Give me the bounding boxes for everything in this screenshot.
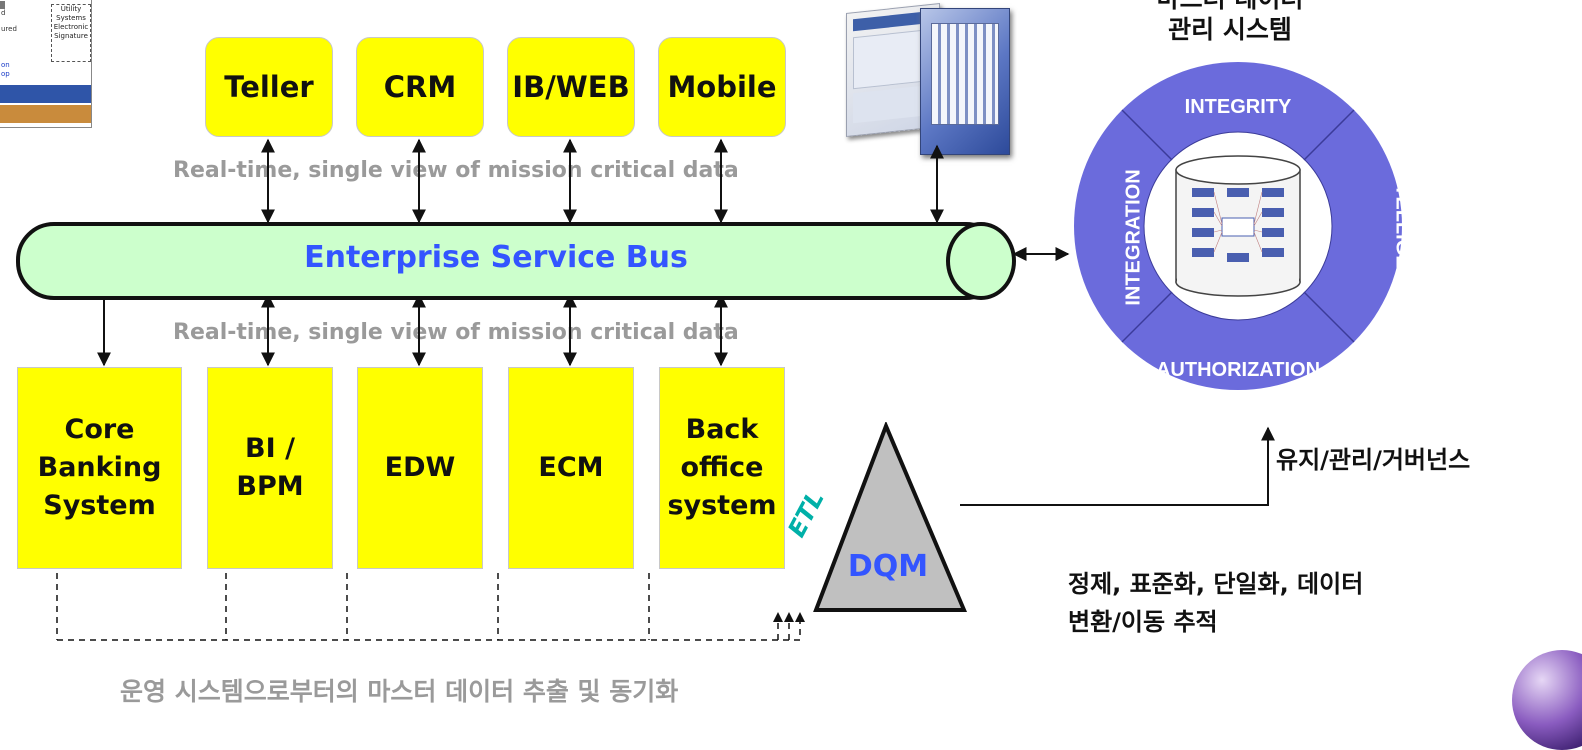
ecm-box: ECM (508, 367, 634, 569)
dqm-triangle (813, 422, 968, 612)
channel-teller-box: Teller (205, 37, 333, 137)
thumbnail-icon (0, 1, 5, 9)
legacy-thumbnail: d ured on op Utility Systems Electronic … (0, 0, 92, 128)
extraction-arrowheads (773, 612, 805, 622)
esb-tube-cap (946, 222, 1016, 300)
line-dqm-governance (960, 426, 1275, 506)
extraction-dashed-lines (56, 573, 801, 641)
back-office-system-box: Back office system (659, 367, 785, 569)
quadrant-integrity: INTEGRITY (1184, 96, 1292, 118)
thumbnail-fragment: d (1, 9, 6, 17)
thumbnail-fragment: ured (1, 25, 17, 33)
mdm-title: 마스터 데이터 관리 시스템 (1157, 0, 1304, 44)
channel-mobile-box: Mobile (658, 37, 786, 137)
thumbnail-fragment: on (1, 61, 10, 69)
bi-bpm-box: BI / BPM (207, 367, 333, 569)
thumbnail-dashed-box: Utility Systems Electronic Signature (51, 4, 91, 62)
database-cylinder-icon (1175, 155, 1301, 297)
core-banking-system-box: Core Banking System (17, 367, 182, 569)
thumbnail-orange-band (0, 105, 91, 123)
quadrant-intelligence: INTELLIGENCE (1391, 164, 1414, 311)
channel-ibweb-box: IB/WEB (507, 37, 635, 137)
esb-label: Enterprise Service Bus (304, 240, 688, 275)
quadrant-authorization: AUTHORIZATION (1155, 359, 1321, 381)
thumbnail-fragment: op (1, 70, 10, 78)
quadrant-integration: INTEGRATION (1122, 169, 1145, 306)
esb-tube (16, 222, 1004, 300)
mdm-ring-diagram (1074, 62, 1402, 390)
governance-label: 유지/관리/거버넌스 (1276, 446, 1471, 474)
edw-box: EDW (357, 367, 483, 569)
connectors-layer (56, 138, 1275, 641)
thumbnail-blue-band (0, 85, 91, 103)
dqm-description: 정제, 표준화, 단일화, 데이터 변환/이동 추적 (1068, 570, 1364, 636)
channel-crm-box: CRM (356, 37, 484, 137)
dqm-label: DQM (847, 549, 929, 584)
server-rack-image (920, 8, 1010, 155)
extraction-sync-caption: 운영 시스템으로부터의 마스터 데이터 추출 및 동기화 (120, 677, 679, 706)
